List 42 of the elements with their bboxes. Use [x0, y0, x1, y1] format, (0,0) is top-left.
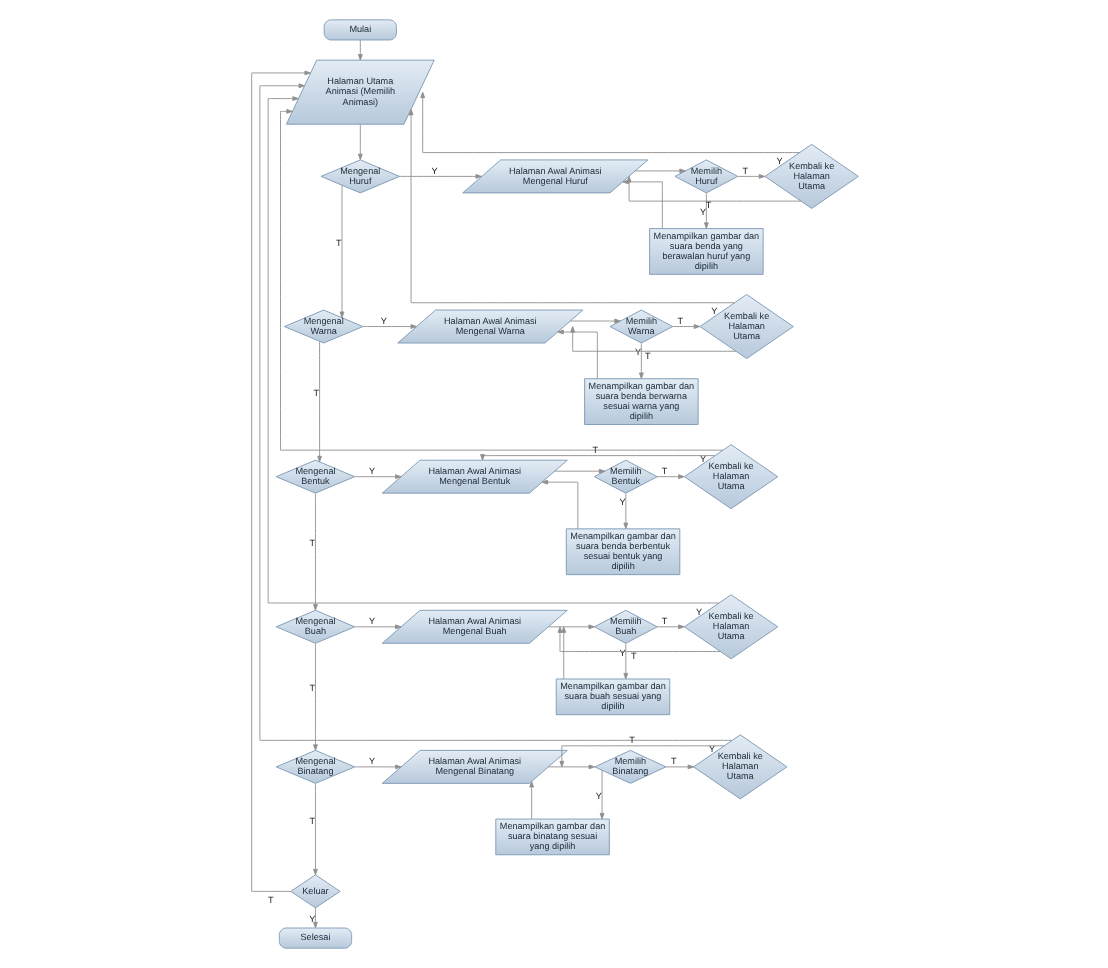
- arrow: [361, 324, 416, 329]
- arrow: [633, 168, 685, 174]
- arrow: [353, 764, 401, 770]
- arrow: [621, 179, 662, 229]
- arrow: [671, 324, 700, 329]
- arrow: [528, 781, 534, 820]
- arrow: [250, 70, 310, 892]
- arrow: [560, 626, 566, 680]
- arrow: [479, 454, 715, 461]
- arrow: [664, 764, 693, 770]
- arrow: [556, 329, 597, 379]
- arrow: [353, 474, 401, 480]
- arrow: [419, 91, 800, 154]
- arrow: [312, 907, 317, 929]
- arrow: [568, 318, 620, 324]
- arrow: [655, 624, 684, 630]
- arrow: [407, 108, 734, 304]
- arrow: [356, 39, 362, 61]
- arrow: [622, 492, 628, 530]
- arrow: [638, 342, 643, 379]
- arrow: [622, 642, 628, 680]
- arrow: [547, 764, 594, 770]
- arrow: [258, 83, 732, 741]
- arrow: [356, 123, 362, 161]
- arrow: [312, 642, 317, 751]
- arrow: [279, 109, 723, 451]
- arrow: [655, 474, 684, 480]
- arrow: [266, 96, 719, 604]
- arrow: [338, 184, 344, 318]
- arrow: [312, 782, 317, 876]
- arrow: [398, 174, 481, 179]
- arrow: [540, 479, 578, 530]
- arrow: [316, 341, 321, 463]
- arrow: [547, 624, 594, 630]
- arrow: [736, 174, 765, 179]
- arrow: [703, 192, 708, 229]
- arrow: [353, 624, 401, 630]
- arrow: [558, 745, 724, 768]
- arrow: [556, 626, 720, 652]
- arrow: [553, 468, 605, 474]
- arrow: [598, 769, 604, 820]
- arrow: [312, 492, 317, 611]
